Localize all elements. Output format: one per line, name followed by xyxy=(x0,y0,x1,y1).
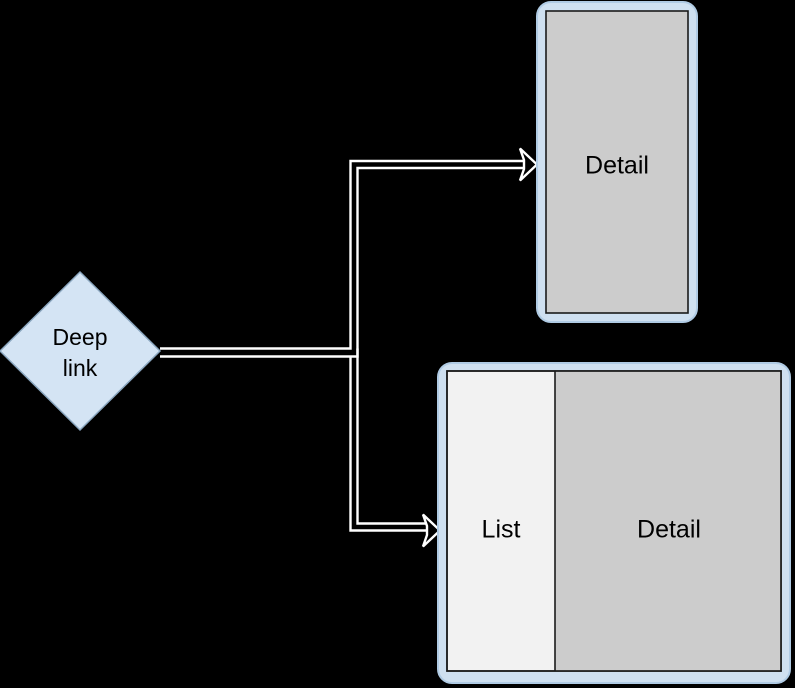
tablet-detail-label: Detail xyxy=(637,516,701,544)
node-detail-phone[interactable]: Detail xyxy=(536,1,698,323)
tablet-detail-panel xyxy=(555,371,781,671)
diamond-shape xyxy=(0,270,162,432)
detail-phone-label: Detail xyxy=(585,152,649,180)
node-list-detail-tablet[interactable]: List Detail xyxy=(437,362,791,684)
deep-link-label-line2: link xyxy=(63,355,98,381)
tablet-list-label: List xyxy=(482,516,521,544)
tablet-screen-outline xyxy=(446,370,782,672)
node-deep-link[interactable]: Deep link xyxy=(0,270,162,432)
phone-screen-detail-panel xyxy=(545,10,689,314)
edge-deep-link-to-detail[interactable] xyxy=(160,147,539,358)
deep-link-label-line1: Deep xyxy=(53,324,108,350)
